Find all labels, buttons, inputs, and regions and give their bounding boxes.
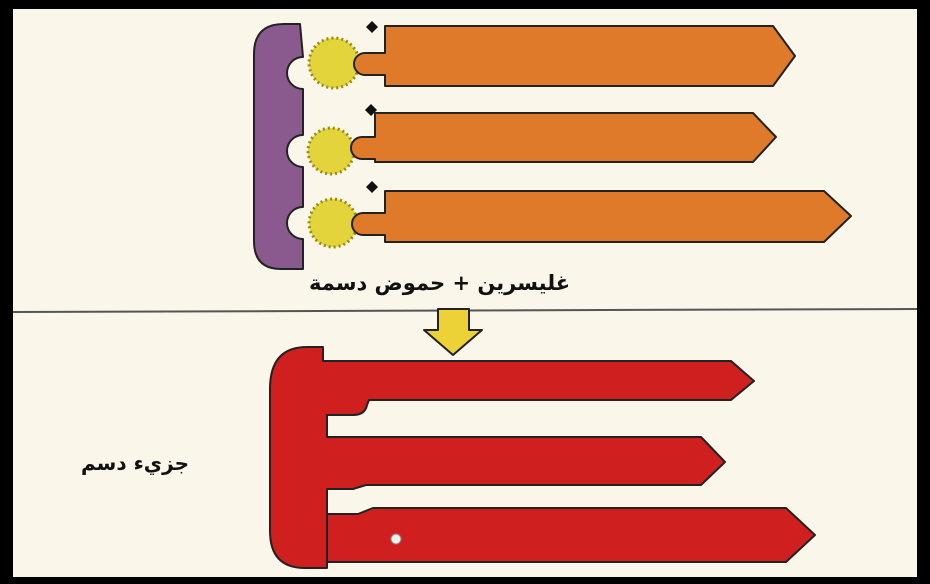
- reaction-site-3: [309, 199, 357, 247]
- reaction-arrow: [424, 309, 482, 355]
- reaction-site-2: [308, 128, 354, 174]
- glycerol-block: [254, 24, 303, 269]
- reaction-label: غليسرين + حموض دسمة: [309, 271, 570, 295]
- reaction-site-1: [309, 38, 359, 88]
- connector-3: [366, 181, 378, 193]
- diagram-frame: غليسرين + حموض دسمة جزيء دسم: [13, 9, 917, 577]
- fatty-acid-1: [354, 26, 795, 86]
- fatty-acid-2: [351, 113, 776, 162]
- product-label: جزيء دسم: [81, 451, 189, 475]
- connector-1: [366, 21, 378, 33]
- fatty-acid-3: [352, 191, 851, 242]
- fat-molecule: [270, 347, 815, 568]
